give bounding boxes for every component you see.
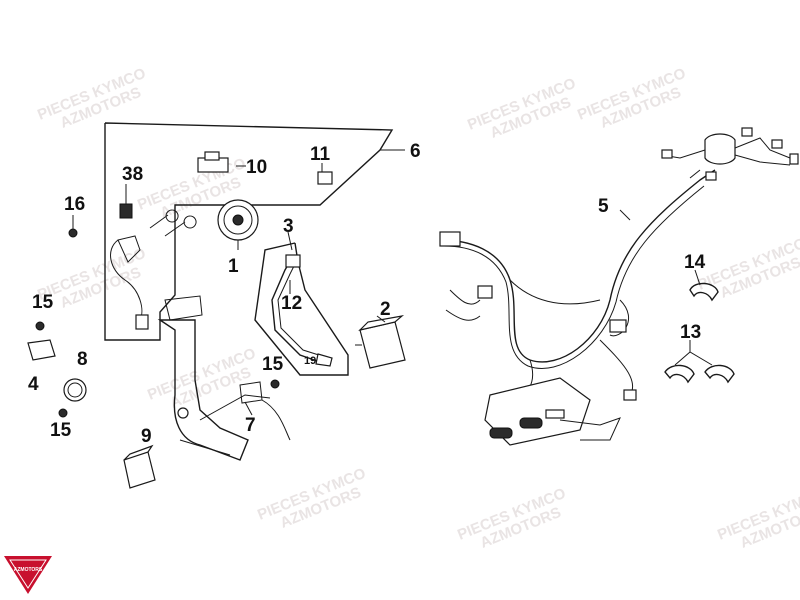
- frame-bracket-part: [157, 295, 291, 461]
- logo-text: AZMOTORS: [14, 567, 43, 573]
- connector-part: [135, 314, 149, 330]
- group-box-3: [254, 242, 349, 376]
- callout-2: 2: [380, 299, 391, 320]
- callout-38: 38: [122, 164, 143, 185]
- bolt-part: [317, 165, 333, 185]
- callout-15-c: 15: [50, 420, 72, 441]
- callout-14: 14: [684, 252, 706, 273]
- relay-part: [123, 444, 156, 489]
- ground-wire-part: [271, 254, 333, 367]
- callout-19: 19: [304, 355, 316, 367]
- group-box-6: [104, 122, 394, 341]
- azmotors-logo: AZMOTORS: [4, 556, 52, 594]
- clamp-14-part: [689, 282, 719, 302]
- callout-5: 5: [598, 196, 609, 217]
- wire-loop: [110, 235, 143, 321]
- clamp-13-part: [664, 351, 735, 384]
- callout-16: 16: [64, 194, 85, 215]
- leader-lines: [236, 163, 701, 416]
- wire-harness-part: [439, 127, 799, 446]
- ignition-switch-part: [217, 199, 259, 250]
- callouts: 1 2 3 4 5 6 7 8 9 10 11 12 13 14 15 15 1…: [28, 141, 706, 447]
- callout-3: 3: [283, 216, 294, 237]
- callout-4: 4: [28, 374, 39, 395]
- watermarks: PIECES KYMCO AZMOTORS PIECES KYMCO AZMOT…: [35, 65, 800, 552]
- callout-13: 13: [680, 322, 701, 343]
- key-set-part: [149, 151, 229, 237]
- callout-11: 11: [310, 144, 331, 165]
- callout-15-a: 15: [32, 292, 54, 313]
- regulator-part: [355, 315, 406, 369]
- callout-8: 8: [77, 349, 88, 370]
- left-small-parts: [27, 215, 280, 418]
- callout-15-b: 15: [262, 354, 284, 375]
- callout-6: 6: [410, 141, 421, 162]
- grommet-part: [119, 184, 133, 219]
- callout-10: 10: [246, 157, 267, 178]
- callout-9: 9: [141, 426, 152, 447]
- callout-12: 12: [281, 293, 302, 314]
- callout-1: 1: [228, 256, 239, 277]
- callout-7: 7: [245, 415, 256, 436]
